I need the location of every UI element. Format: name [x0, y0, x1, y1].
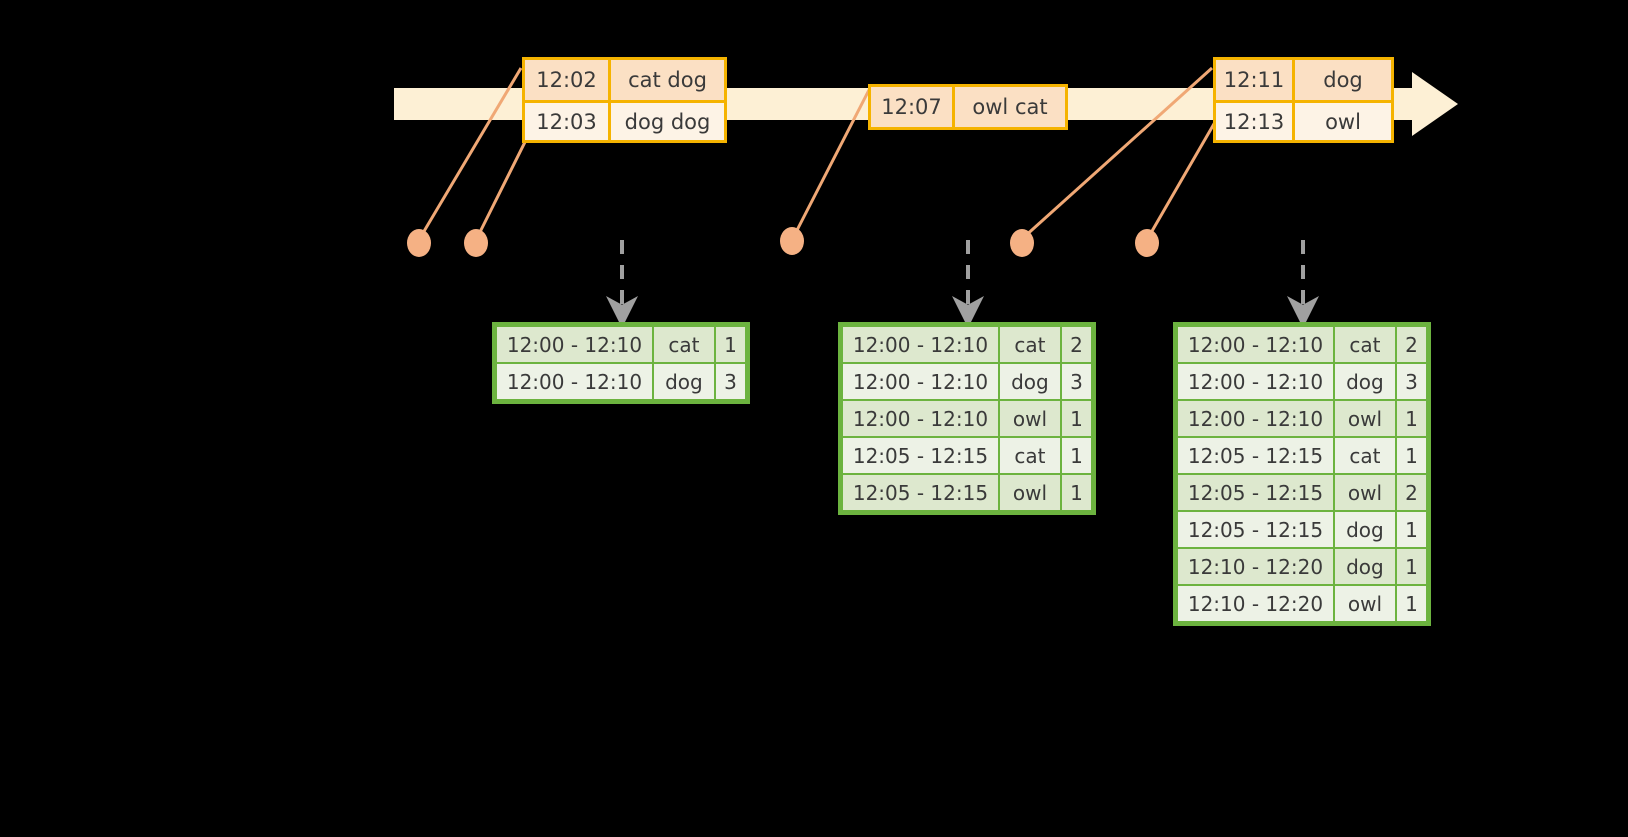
event-group-3[interactable]: 12:11 dog 12:13 owl [1213, 57, 1394, 143]
cell-count: 1 [1396, 549, 1426, 584]
event-row[interactable]: 12:13 owl [1216, 100, 1391, 140]
cell-word: owl [1334, 401, 1395, 436]
event-time: 12:02 [525, 60, 611, 100]
cell-count: 1 [715, 327, 745, 362]
cell-word: owl [999, 401, 1060, 436]
cell-window: 12:05 - 12:15 [843, 475, 998, 510]
cell-count: 3 [1396, 364, 1426, 399]
event-time: 12:03 [525, 103, 611, 140]
cell-count: 1 [1396, 512, 1426, 547]
event-group-2[interactable]: 12:07 owl cat [868, 84, 1068, 130]
cell-word: cat [1334, 438, 1395, 473]
cell-word: cat [1334, 327, 1395, 362]
event-row[interactable]: 12:02 cat dog [525, 60, 724, 100]
cell-count: 3 [715, 364, 745, 399]
cell-window: 12:05 - 12:15 [1178, 438, 1333, 473]
cell-window: 12:00 - 12:10 [1178, 401, 1333, 436]
cell-count: 2 [1396, 475, 1426, 510]
event-row[interactable]: 12:03 dog dog [525, 100, 724, 140]
cell-window: 12:00 - 12:10 [1178, 327, 1333, 362]
event-time: 12:07 [871, 87, 955, 127]
cell-window: 12:00 - 12:10 [843, 364, 998, 399]
connector-dots [407, 227, 1159, 257]
cell-word: owl [1334, 586, 1395, 621]
cell-count: 1 [1061, 438, 1091, 473]
cell-window: 12:10 - 12:20 [1178, 586, 1333, 621]
cell-word: cat [653, 327, 714, 362]
event-words: owl cat [955, 87, 1065, 127]
cell-word: owl [1334, 475, 1395, 510]
event-words: owl [1295, 103, 1391, 140]
event-words: cat dog [611, 60, 724, 100]
event-row[interactable]: 12:07 owl cat [871, 87, 1065, 127]
cell-window: 12:00 - 12:10 [497, 364, 652, 399]
trigger-arrows [606, 240, 1319, 328]
cell-word: dog [1334, 512, 1395, 547]
cell-count: 1 [1061, 401, 1091, 436]
cell-window: 12:05 - 12:15 [843, 438, 998, 473]
cell-window: 12:05 - 12:15 [1178, 512, 1333, 547]
event-group-1[interactable]: 12:02 cat dog 12:03 dog dog [522, 57, 727, 143]
cell-word: owl [999, 475, 1060, 510]
cell-count: 1 [1396, 586, 1426, 621]
cell-window: 12:00 - 12:10 [497, 327, 652, 362]
event-words: dog [1295, 60, 1391, 100]
cell-window: 12:05 - 12:15 [1178, 475, 1333, 510]
cell-word: dog [1334, 364, 1395, 399]
cell-count: 3 [1061, 364, 1091, 399]
cell-count: 2 [1396, 327, 1426, 362]
cell-count: 2 [1061, 327, 1091, 362]
cell-word: dog [999, 364, 1060, 399]
event-row[interactable]: 12:11 dog [1216, 60, 1391, 100]
cell-window: 12:00 - 12:10 [1178, 364, 1333, 399]
cell-count: 1 [1396, 401, 1426, 436]
cell-word: cat [999, 327, 1060, 362]
cell-window: 12:10 - 12:20 [1178, 549, 1333, 584]
cell-count: 1 [1396, 438, 1426, 473]
cell-count: 1 [1061, 475, 1091, 510]
cell-word: dog [653, 364, 714, 399]
event-time: 12:13 [1216, 103, 1295, 140]
cell-word: dog [1334, 549, 1395, 584]
event-time: 12:11 [1216, 60, 1295, 100]
event-words: dog dog [611, 103, 724, 140]
cell-word: cat [999, 438, 1060, 473]
cell-window: 12:00 - 12:10 [843, 401, 998, 436]
cell-window: 12:00 - 12:10 [843, 327, 998, 362]
